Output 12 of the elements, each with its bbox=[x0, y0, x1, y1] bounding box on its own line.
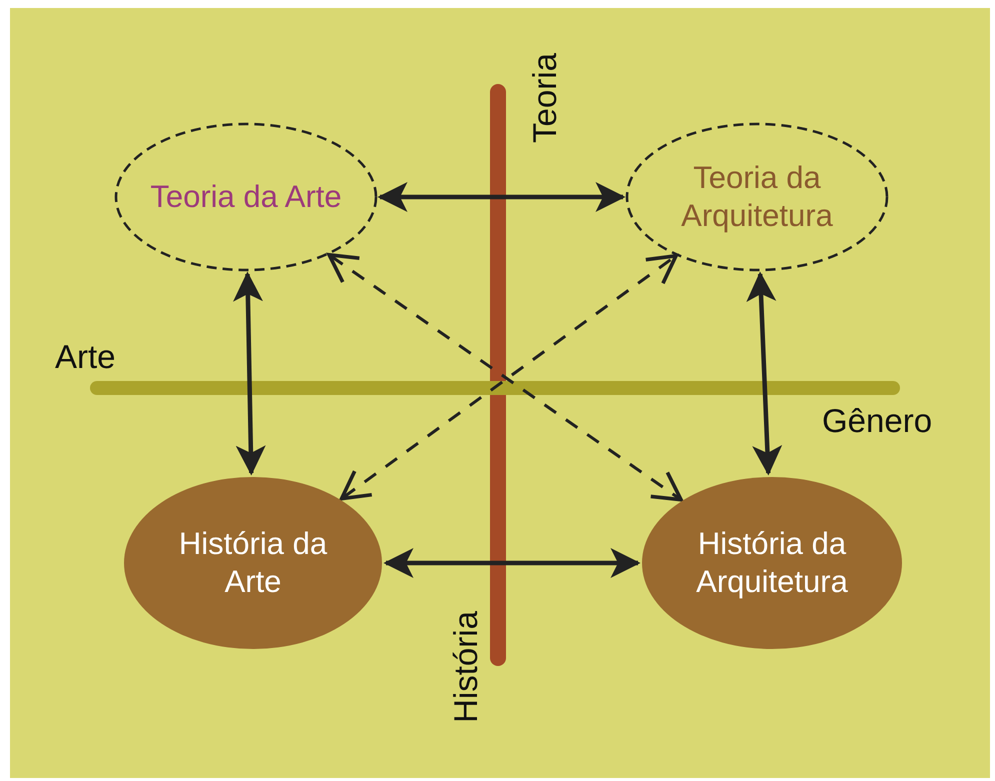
axis-label-vertical: História bbox=[447, 611, 485, 723]
node-label: Teoria da Arquitetura bbox=[680, 159, 834, 235]
double-arrow bbox=[384, 548, 640, 578]
node-label: Teoria da Arte bbox=[149, 178, 343, 216]
node-label: História da Arquitetura bbox=[695, 525, 849, 601]
node-label: História da Arte bbox=[178, 525, 328, 601]
double-arrow bbox=[746, 271, 782, 476]
double-arrow bbox=[233, 272, 266, 476]
double-arrow bbox=[378, 182, 626, 212]
axis-label-vertical: Teoria bbox=[526, 53, 564, 143]
axis-label: Arte bbox=[55, 338, 116, 376]
axis-label: Gênero bbox=[822, 402, 932, 440]
